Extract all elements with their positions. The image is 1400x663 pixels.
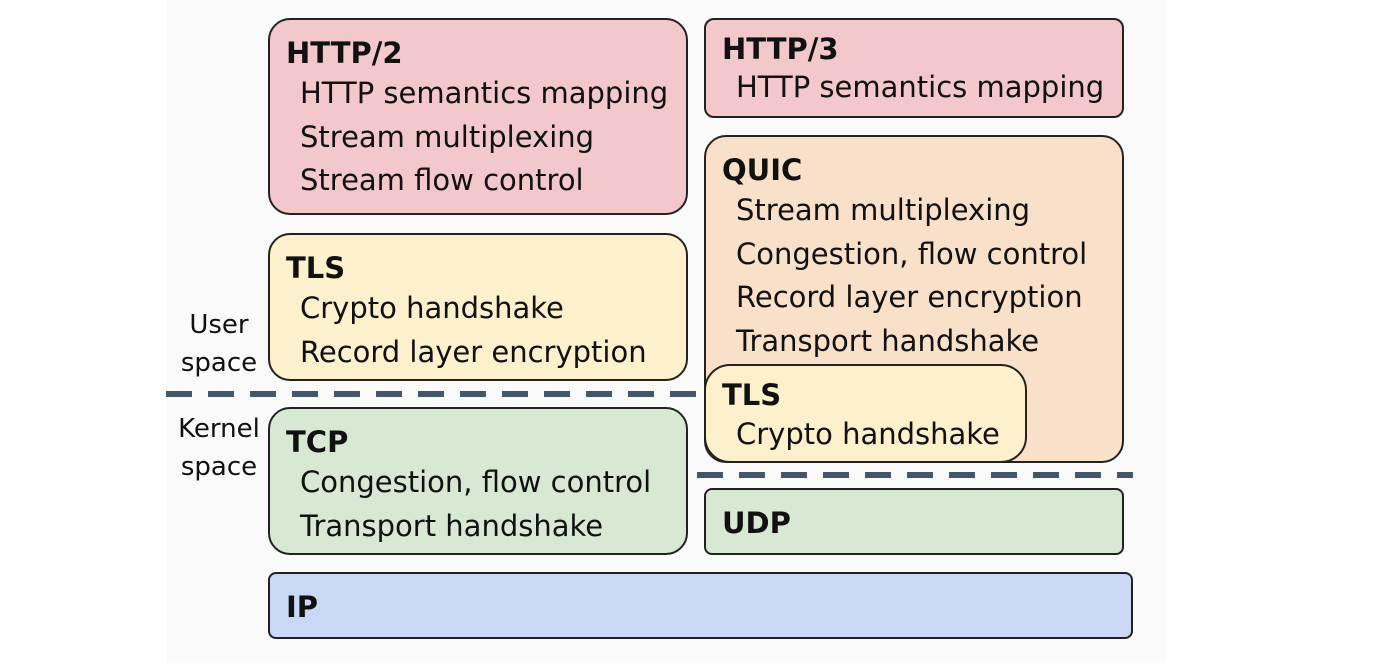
http2-item: Stream flow control	[300, 163, 584, 197]
http2-item: HTTP semantics mapping	[300, 76, 669, 110]
user-kernel-divider-right	[697, 472, 1133, 478]
tls-box-right: TLS Crypto handshake	[704, 364, 1027, 463]
tls-right-title: TLS	[722, 378, 782, 412]
http2-box: HTTP/2 HTTP semantics mapping Stream mul…	[268, 18, 688, 215]
udp-title: UDP	[722, 506, 791, 540]
quic-title: QUIC	[722, 153, 803, 187]
http3-title: HTTP/3	[722, 32, 839, 66]
http3-box: HTTP/3 HTTP semantics mapping	[704, 18, 1124, 118]
user-space-label-line1: User	[189, 310, 249, 340]
http2-title: HTTP/2	[286, 36, 403, 70]
tcp-item: Transport handshake	[300, 508, 604, 543]
quic-item: Transport handshake	[736, 323, 1040, 358]
tls-left-item: Crypto handshake	[300, 291, 564, 325]
http2-item: Stream multiplexing	[300, 119, 595, 154]
kernel-space-label: Kernel space	[164, 410, 274, 486]
kernel-space-label-line1: Kernel	[178, 414, 260, 444]
user-space-label-line2: space	[180, 348, 258, 378]
tcp-title: TCP	[286, 425, 349, 459]
tls-left-title: TLS	[286, 251, 346, 285]
kernel-space-label-line2: space	[180, 452, 258, 482]
user-kernel-divider-left	[166, 391, 706, 397]
tls-box-left: TLS Crypto handshake Record layer encryp…	[268, 233, 688, 381]
quic-item: Stream multiplexing	[736, 193, 1031, 227]
tls-left-item: Record layer encryption	[300, 334, 647, 369]
tcp-item: Congestion, flow control	[300, 465, 652, 499]
quic-box: QUIC Stream multiplexing Congestion, flo…	[704, 135, 1124, 463]
ip-title: IP	[286, 590, 319, 624]
tcp-box: TCP Congestion, flow control Transport h…	[268, 407, 688, 555]
udp-box: UDP	[704, 488, 1124, 555]
http3-item: HTTP semantics mapping	[736, 70, 1105, 104]
quic-item: Record layer encryption	[736, 280, 1083, 314]
tls-right-item: Crypto handshake	[736, 417, 1000, 451]
quic-item: Congestion, flow control	[736, 236, 1088, 271]
ip-box: IP	[268, 572, 1133, 639]
user-space-label: User space	[164, 306, 274, 382]
